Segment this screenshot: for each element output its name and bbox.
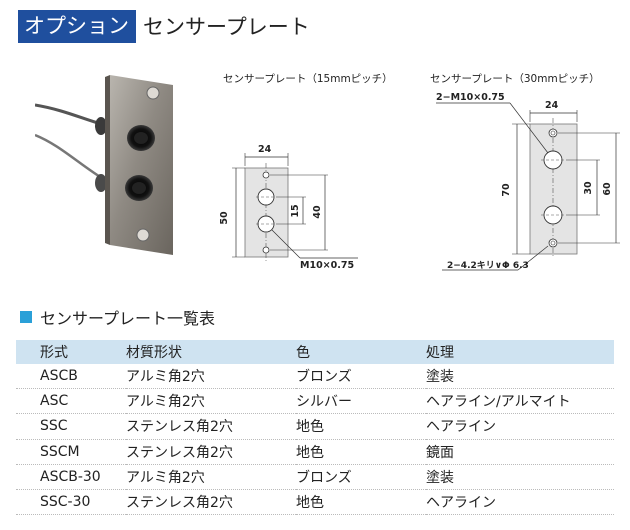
- cell-material: アルミ角2穴: [126, 364, 296, 390]
- cell-finish: 鏡面: [426, 439, 614, 465]
- cell-material: アルミ角2穴: [126, 388, 296, 415]
- table-row: SSC-30 ステンレス角2穴 地色 ヘアライン: [16, 489, 614, 516]
- cell-material: ステンレス角2穴: [126, 413, 296, 440]
- page-header: オプション センサープレート: [18, 9, 310, 43]
- cell-model: ASCB-30: [16, 464, 126, 490]
- page-title: センサープレート: [143, 15, 310, 39]
- cell-finish: ヘアライン: [426, 489, 614, 516]
- cell-finish: ヘアライン: [426, 413, 614, 440]
- table-row: ASCB アルミ角2穴 ブロンズ 塗装: [16, 364, 614, 390]
- table-row: ASCB-30 アルミ角2穴 ブロンズ 塗装: [16, 464, 614, 490]
- col-header-model: 形式: [16, 340, 126, 364]
- plate30-height-dim: 70: [501, 183, 512, 197]
- plate30-caption: センサープレート（30mmピッチ）: [430, 73, 600, 85]
- col-header-color: 色: [296, 340, 426, 364]
- cell-model: SSC: [16, 413, 126, 440]
- plate30-screw-label: 2−M10×0.75: [436, 92, 505, 103]
- table-row: SSC ステンレス角2穴 地色 ヘアライン: [16, 413, 614, 440]
- table-row: SSCM ステンレス角2穴 地色 鏡面: [16, 439, 614, 465]
- cell-finish: 塗装: [426, 464, 614, 490]
- table-header-row: 形式 材質形状 色 処理: [16, 340, 614, 364]
- plate30-hole-label: 2−4.2キリ∨Φ 6.3: [447, 260, 529, 271]
- cell-material: ステンレス角2穴: [126, 439, 296, 465]
- sensor-plate-table: 形式 材質形状 色 処理 ASCB アルミ角2穴 ブロンズ 塗装 ASC アルミ…: [16, 340, 614, 516]
- plate15-upper-hole: [257, 188, 275, 206]
- plate30-upper-hole: [543, 150, 563, 170]
- cell-model: ASCB: [16, 364, 126, 390]
- table-row: ASC アルミ角2穴 シルバー ヘアライン/アルマイト: [16, 388, 614, 415]
- plate15-lower-hole: [257, 215, 275, 233]
- plate30-pitch-dim: 30: [583, 181, 594, 195]
- cell-color: 地色: [296, 489, 426, 516]
- cell-color: ブロンズ: [296, 364, 426, 390]
- cell-finish: 塗装: [426, 364, 614, 390]
- plate15-drawing: 24 50 15 40 M10×0.75: [219, 144, 358, 271]
- plate15-span-dim: 40: [312, 205, 323, 219]
- plate15-height-dim: 50: [219, 211, 230, 225]
- sensor-plate-photo: [35, 75, 173, 255]
- plate15-screw-label: M10×0.75: [300, 260, 354, 271]
- cell-material: ステンレス角2穴: [126, 489, 296, 516]
- plate15-caption: センサープレート（15mmピッチ）: [223, 73, 393, 85]
- col-header-material: 材質形状: [126, 340, 296, 364]
- square-bullet-icon: [20, 311, 32, 323]
- cell-color: ブロンズ: [296, 464, 426, 490]
- plate30-drawing: 24 70 30 60 2−M10×0.75 2−4.2キリ∨Φ 6.3: [436, 92, 620, 271]
- col-header-finish: 処理: [426, 340, 614, 364]
- cell-material: アルミ角2穴: [126, 464, 296, 490]
- plate30-span-dim: 60: [602, 182, 613, 196]
- section-title: センサープレート一覧表: [40, 309, 216, 328]
- cell-model: SSCM: [16, 439, 126, 465]
- cell-model: ASC: [16, 388, 126, 415]
- option-badge: オプション: [18, 9, 136, 43]
- plate15-width-dim: 24: [258, 144, 272, 155]
- plate15-pitch-dim: 15: [290, 204, 301, 217]
- plate30-lower-hole: [543, 205, 563, 225]
- plate30-width-dim: 24: [545, 100, 559, 111]
- cell-color: 地色: [296, 413, 426, 440]
- cell-finish: ヘアライン/アルマイト: [426, 388, 614, 415]
- cell-color: 地色: [296, 439, 426, 465]
- cell-color: シルバー: [296, 388, 426, 415]
- cell-model: SSC-30: [16, 489, 126, 516]
- section-heading: センサープレート一覧表: [20, 305, 215, 329]
